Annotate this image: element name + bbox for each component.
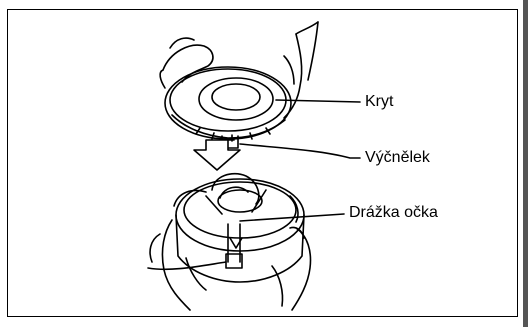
tab-label: Výčnělek — [365, 149, 430, 167]
cover-assembly — [160, 22, 360, 158]
eyelet-slot-label: Drážka očka — [349, 204, 438, 222]
cover-label: Kryt — [365, 93, 393, 111]
down-arrow — [194, 140, 240, 170]
spool-assembly — [148, 174, 344, 310]
